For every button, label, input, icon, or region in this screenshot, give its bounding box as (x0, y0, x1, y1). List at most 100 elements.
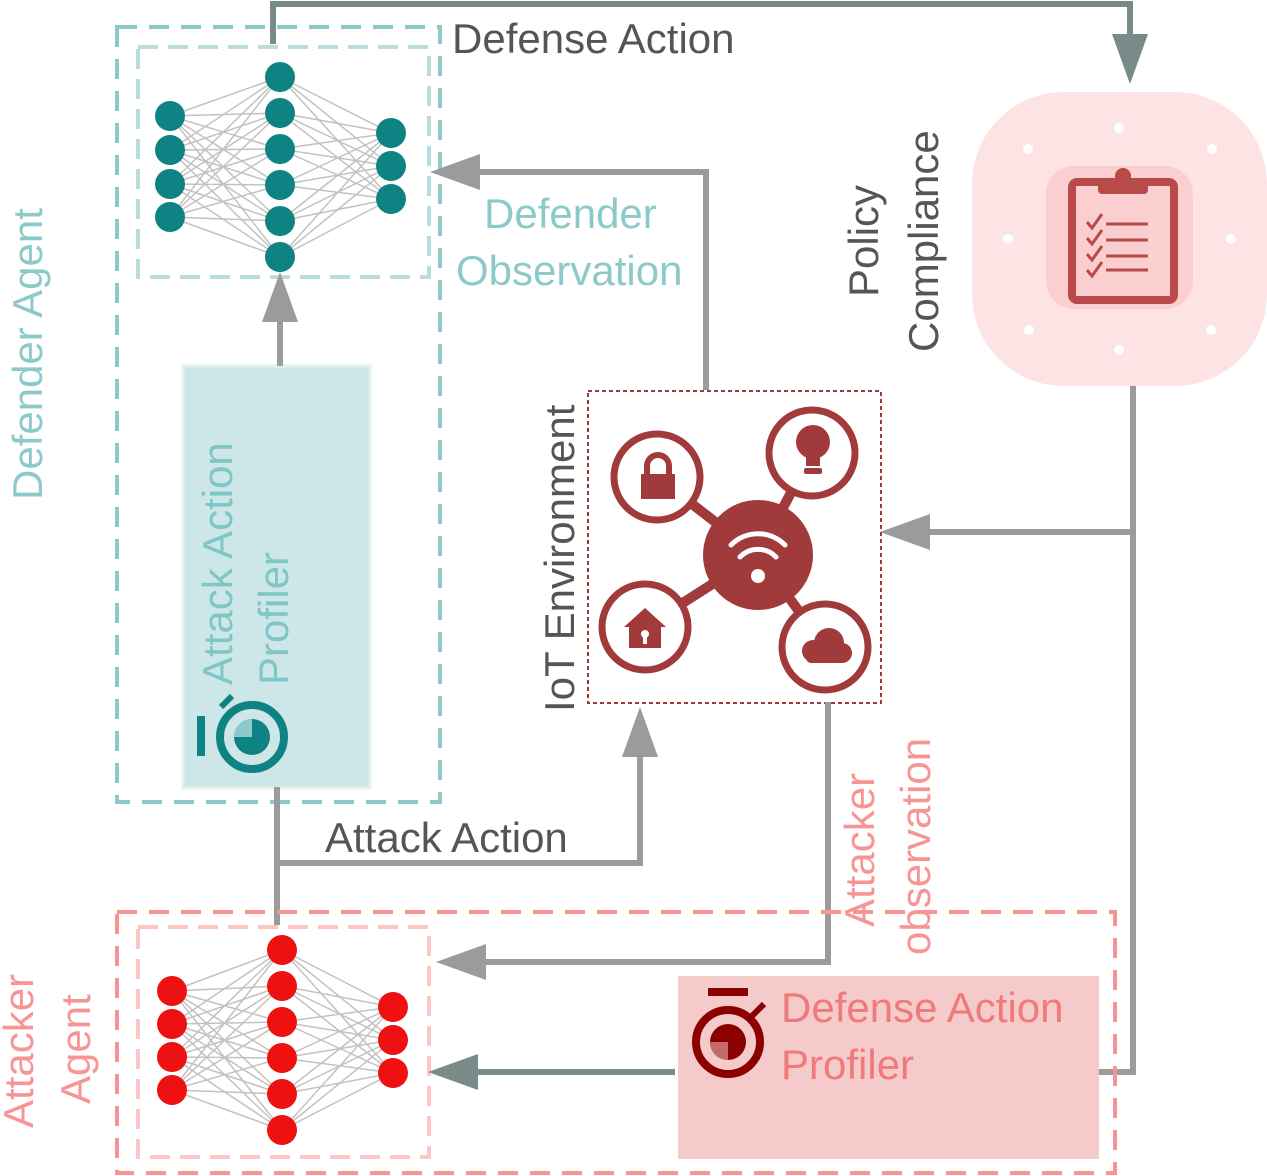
attack-action-arrow (274, 745, 643, 866)
attacker-net-edge (171, 985, 283, 1091)
attacker-net-edge (171, 1021, 283, 1025)
profiler-to-defender-arrowhead (262, 272, 298, 322)
defender-net-node (265, 62, 295, 92)
policy-compliance-label-line2: Compliance (900, 130, 947, 352)
attacker-net-node (378, 992, 408, 1022)
attacker-net-edge (281, 985, 394, 1041)
attacker-net-edge (281, 1072, 394, 1131)
policy-to-profiler-line (1098, 386, 1136, 1075)
profiler-to-attacker-arrowhead (428, 1054, 478, 1090)
iot-network-graph (598, 406, 872, 694)
stopwatch-icon (692, 988, 767, 1078)
wifi-hub-icon (703, 500, 813, 610)
defender-net-node (155, 101, 185, 131)
attacker-net-node (157, 1075, 187, 1105)
defender-net-edge (169, 76, 281, 218)
attacker-net-edge (171, 1056, 283, 1131)
attacker-net-edge (171, 1023, 283, 1131)
defender-net-edge (169, 115, 281, 186)
defender-network-box (136, 45, 431, 279)
attack-action-profiler-label-line1: Attack Action (194, 442, 241, 685)
defender-net-edge (279, 148, 392, 200)
attacker-observation-label-line1: Attacker (836, 773, 883, 927)
attacker-net-node (157, 976, 187, 1006)
defense-action-profiler-label-line2: Profiler (781, 1041, 914, 1088)
attacker-agent-box (115, 910, 1117, 1175)
attacker-net-edge (171, 990, 283, 1023)
attacker-agent-label-line2: Agent (52, 994, 99, 1104)
defender-net-node (265, 242, 295, 272)
attacker-net-edge (171, 949, 283, 1025)
clipboard-checklist-icon (972, 92, 1267, 386)
defender-net-edge (169, 148, 281, 218)
defender-net-edge (279, 112, 392, 134)
defender-neural-network (155, 62, 406, 272)
defender-net-node (265, 98, 295, 128)
defender-net-node (376, 184, 406, 214)
defender-net-edge (169, 216, 281, 258)
attacker-net-edge (281, 1039, 394, 1131)
defender-net-node (265, 206, 295, 236)
attacker-net-node (157, 1042, 187, 1072)
defender-net-edge (279, 165, 392, 258)
defender-net-node (376, 151, 406, 181)
defender-net-edge (279, 198, 392, 258)
attacker-net-edge (171, 949, 283, 1091)
defender-net-edge (169, 183, 281, 222)
defender-net-edge (169, 149, 281, 186)
attacker-net-edge (171, 1021, 283, 1058)
attacker-net-edge (171, 985, 283, 1025)
defender-net-edge (169, 112, 281, 117)
defender-net-edge (169, 76, 281, 151)
attacker-net-edge (171, 990, 283, 1131)
cloud-icon (778, 600, 872, 694)
attacker-net-node (267, 935, 297, 965)
attacker-net-edge (281, 1006, 394, 1131)
lightbulb-icon (765, 406, 859, 500)
attacker-net-edge (171, 1089, 283, 1131)
attacker-net-node (267, 1007, 297, 1037)
defender-net-edge (169, 112, 281, 185)
policy-compliance-label-line1: Policy (840, 185, 887, 297)
attacker-net-node (378, 1058, 408, 1088)
defense-action-arrow (270, 1, 1133, 52)
defender-net-edge (279, 76, 392, 134)
defender-net-edge (169, 115, 281, 258)
attacker-net-edge (171, 1056, 283, 1059)
attacker-net-node (267, 1115, 297, 1145)
defender-net-edge (279, 76, 392, 167)
defense-action-label: Defense Action (452, 15, 735, 62)
defender-net-edge (279, 165, 392, 222)
attacker-observation-label-line2: observation (892, 738, 939, 955)
attacker-net-edge (171, 1021, 283, 1091)
lock-icon (610, 430, 704, 524)
attacker-net-edge (281, 949, 394, 1041)
defense-action-arrowhead (1112, 34, 1148, 84)
attacker-net-edge (281, 1039, 394, 1059)
defender-net-edge (279, 76, 392, 200)
attacker-net-edge (281, 1057, 394, 1074)
defender-net-edge (169, 148, 281, 151)
attacker-net-edge (171, 1056, 283, 1095)
attacker-net-edge (281, 1072, 394, 1095)
attack-action-arrowhead (622, 707, 658, 757)
attacker-net-edge (281, 949, 394, 1008)
home-icon (598, 580, 692, 674)
defender-net-edge (279, 132, 392, 258)
defender-observation-label-line2: Observation (456, 247, 682, 294)
defender-net-edge (279, 132, 392, 186)
defense-action-profiler-label-line1: Defense Action (781, 984, 1064, 1031)
defender-net-edge (169, 112, 281, 218)
attacker-net-edge (281, 1039, 394, 1095)
attacker-net-edge (171, 985, 283, 992)
defender-net-node (155, 169, 185, 199)
defender-net-edge (279, 165, 392, 186)
attacker-net-edge (281, 985, 394, 1008)
attacker-net-edge (281, 1006, 394, 1059)
attacker-net-edge (171, 1023, 283, 1059)
attacker-observation-arrow (475, 702, 831, 965)
attack-action-label: Attack Action (325, 814, 568, 861)
attacker-net-edge (171, 1023, 283, 1095)
